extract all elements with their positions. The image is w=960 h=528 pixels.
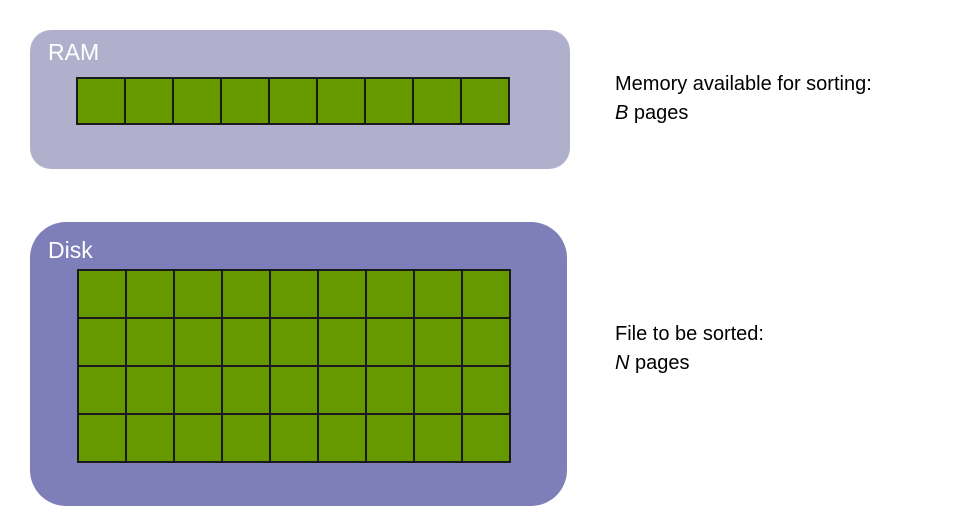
disk-annotation: File to be sorted: N pages [615,320,764,378]
ram-page-cell [318,79,366,125]
disk-page-cell [223,319,271,367]
ram-unit: pages [633,102,689,124]
disk-page-cell [367,271,415,319]
disk-page-cell [463,271,511,319]
disk-page-cell [79,367,127,415]
disk-page-cell [319,319,367,367]
disk-page-cell [415,367,463,415]
disk-page-cell [127,319,175,367]
disk-symbol: N [615,352,630,374]
disk-page-cell [223,271,271,319]
disk-page-cell [223,415,271,463]
disk-page-cell [415,271,463,319]
disk-page-cell [79,271,127,319]
disk-label: Disk [48,237,93,263]
disk-page-cell [367,367,415,415]
disk-page-cell [319,415,367,463]
ram-label: RAM [48,39,100,65]
ram-annotation-line1: Memory available for sorting: [615,73,872,95]
disk-page-cell [319,367,367,415]
disk-page-cell [271,415,319,463]
ram-page-cell [126,79,174,125]
disk-page-cell [271,319,319,367]
ram-annotation-line2: B pages [615,99,872,128]
disk-page-cell [367,319,415,367]
disk-page-cell [271,367,319,415]
disk-page-cell [175,319,223,367]
disk-page-cell [175,415,223,463]
disk-page-cell [463,319,511,367]
ram-page-cell [414,79,462,125]
disk-page-cell [223,367,271,415]
disk-page-grid [77,269,511,463]
ram-page-cell [78,79,126,125]
disk-page-cell [271,271,319,319]
ram-page-cell [270,79,318,125]
disk-page-cell [319,271,367,319]
ram-annotation: Memory available for sorting: B pages [615,70,872,128]
ram-symbol: B [615,102,629,124]
disk-page-cell [463,367,511,415]
disk-page-cell [127,415,175,463]
ram-page-cell [222,79,270,125]
disk-page-cell [367,415,415,463]
disk-page-cell [175,367,223,415]
ram-page-cell [366,79,414,125]
ram-page-cell [174,79,222,125]
ram-page-grid [76,77,510,125]
disk-page-cell [415,319,463,367]
disk-page-cell [175,271,223,319]
disk-annotation-line2: N pages [615,349,764,378]
disk-page-cell [79,319,127,367]
disk-page-cell [127,271,175,319]
disk-annotation-line1: File to be sorted: [615,323,764,345]
disk-page-cell [79,415,127,463]
disk-page-cell [415,415,463,463]
disk-page-cell [127,367,175,415]
disk-unit: pages [635,352,690,374]
disk-page-cell [463,415,511,463]
ram-page-cell [462,79,510,125]
